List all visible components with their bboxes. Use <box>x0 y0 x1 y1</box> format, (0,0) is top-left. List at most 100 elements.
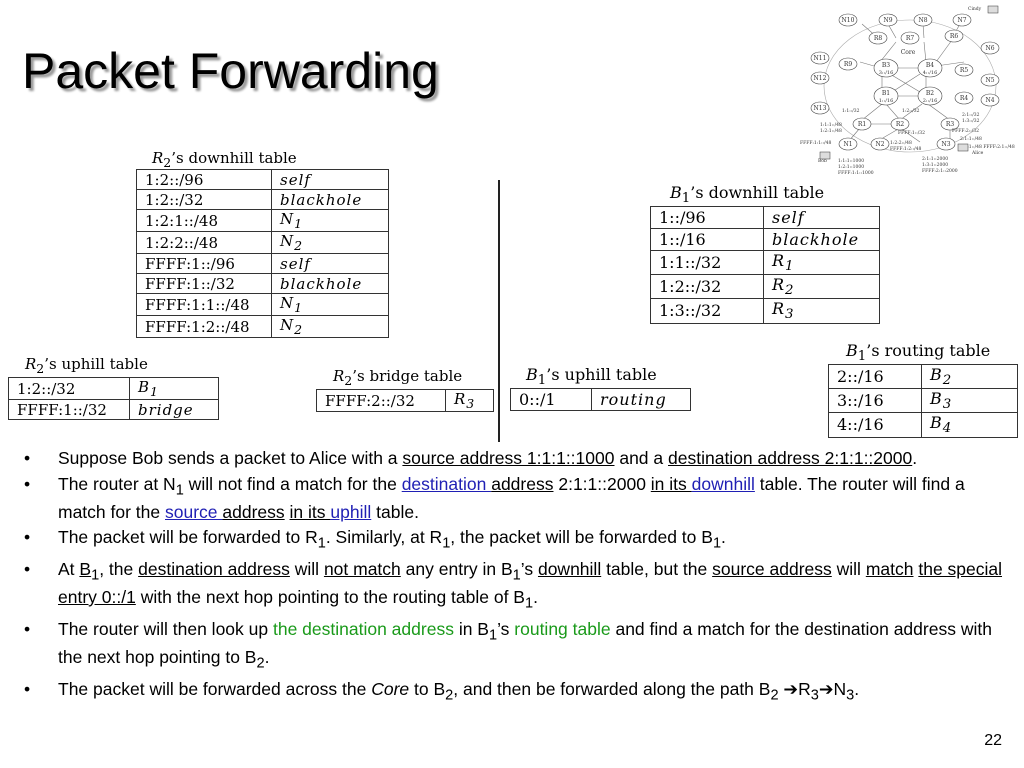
node-b4: B4 <box>926 62 934 69</box>
list-item: The router will then look up the destina… <box>20 619 1010 675</box>
network-topology-diagram: N10 N9 N8 N7 R8 R7 R6 R9 R5 R4 N11 N12 N… <box>800 5 1015 176</box>
b1-uphill-caption: B1’s uphill table <box>526 365 657 389</box>
host-cindy: Cindy <box>968 6 982 12</box>
label-n1-b: 1:2:1::/48 <box>820 128 842 134</box>
list-item: Suppose Bob sends a packet to Alice with… <box>20 448 1010 470</box>
table-cell: FFFF:1::/96 <box>136 253 272 274</box>
label-n1-c: FFFF:1:1::/48 <box>800 140 831 146</box>
node-n8: N8 <box>918 17 927 24</box>
table-cell: 1::/16 <box>650 228 764 251</box>
node-n6: N6 <box>985 45 994 52</box>
table-cell: FFFF:1:2::/48 <box>136 315 272 338</box>
table-cell: 4::/16 <box>828 412 922 438</box>
node-n9: N9 <box>883 17 892 24</box>
label-alice-b: 1:3:1::2000 <box>922 162 948 168</box>
label-r3-prefix2: 1:3::/32 <box>962 118 980 124</box>
computer-icon <box>819 151 831 160</box>
node-n11: N11 <box>814 55 827 62</box>
node-r2: R2 <box>896 121 905 128</box>
table-cell: 0::/1 <box>510 388 592 411</box>
page-number: 22 <box>984 732 1002 749</box>
node-r9: R9 <box>844 61 853 68</box>
table-cell: B2 <box>921 363 1018 390</box>
arrow-icon: ➔ <box>778 679 799 699</box>
table-cell: N2 <box>271 231 389 254</box>
table-cell: 1:2::/32 <box>136 189 272 210</box>
table-cell: self <box>271 253 389 274</box>
node-b2-prefix: 2::/16 <box>923 98 938 104</box>
table-cell: FFFF:1:1::/48 <box>136 293 272 316</box>
table-cell: routing <box>591 388 691 411</box>
node-n2: N2 <box>875 141 884 148</box>
host-alice: Alice <box>971 150 984 156</box>
table-cell: 3::/16 <box>828 388 922 414</box>
table-cell: blackhole <box>763 228 880 251</box>
label-n3-a: 2:1:1::/48 <box>960 136 982 142</box>
computer-icon <box>957 143 969 152</box>
label-bob-a: 1:1:1::1000 <box>838 158 864 164</box>
node-r5: R5 <box>960 67 969 74</box>
node-n13: N13 <box>814 105 827 112</box>
node-n7: N7 <box>957 17 966 24</box>
table-cell: blackhole <box>271 273 389 294</box>
label-alice-c: FFFF:2:1::2000 <box>922 168 958 174</box>
r2-downhill-caption: R2’s downhill table <box>152 149 297 170</box>
label-r1-prefix: 1:1::/32 <box>842 108 860 114</box>
column-divider <box>498 180 500 442</box>
table-cell: R3 <box>763 298 880 324</box>
node-b4-prefix: 4::/16 <box>923 70 938 76</box>
table-cell: FFFF:1::/32 <box>136 273 272 294</box>
label-n2-a: 1:2:2::/48 <box>890 140 912 146</box>
table-cell: 1::/96 <box>650 206 764 229</box>
table-cell: R2 <box>763 274 880 300</box>
bullet-list: Suppose Bob sends a packet to Alice with… <box>20 448 1010 711</box>
host-bob: Bob <box>818 158 827 164</box>
b1-routing-caption: B1’s routing table <box>846 341 991 365</box>
node-b3: B3 <box>882 62 890 69</box>
list-item: At B1, the destination address will not … <box>20 559 1010 615</box>
node-b3-prefix: 3::/16 <box>879 70 894 76</box>
table-cell: blackhole <box>271 189 389 210</box>
node-n5: N5 <box>985 77 994 84</box>
table-cell: 1:1::/32 <box>650 249 764 276</box>
table-cell: B4 <box>921 412 1018 438</box>
r2-bridge-caption: R2’s bridge table <box>333 367 463 388</box>
table-cell: 2::/16 <box>828 363 922 390</box>
list-item: The packet will be forwarded across the … <box>20 679 1010 707</box>
list-item: The router at N1 will not find a match f… <box>20 474 1010 524</box>
node-b2: B2 <box>926 90 934 97</box>
node-r8: R8 <box>874 35 883 42</box>
node-b1-prefix: 1::/16 <box>879 98 894 104</box>
table-cell: FFFF:1::/32 <box>8 399 130 420</box>
label-bob-b: 1:2:1::1000 <box>838 164 864 170</box>
table-cell: 1:2::/96 <box>136 169 272 190</box>
node-n1: N1 <box>843 141 852 148</box>
node-n10: N10 <box>842 17 855 24</box>
table-cell: B3 <box>921 388 1018 414</box>
label-r2-prefix: 1:2::/32 <box>902 108 920 114</box>
table-cell: N2 <box>271 315 389 338</box>
table-cell: 1:2:1::/48 <box>136 209 272 232</box>
node-r4: R4 <box>960 95 969 102</box>
node-b1: B1 <box>882 90 890 97</box>
table-cell: R1 <box>763 249 880 276</box>
